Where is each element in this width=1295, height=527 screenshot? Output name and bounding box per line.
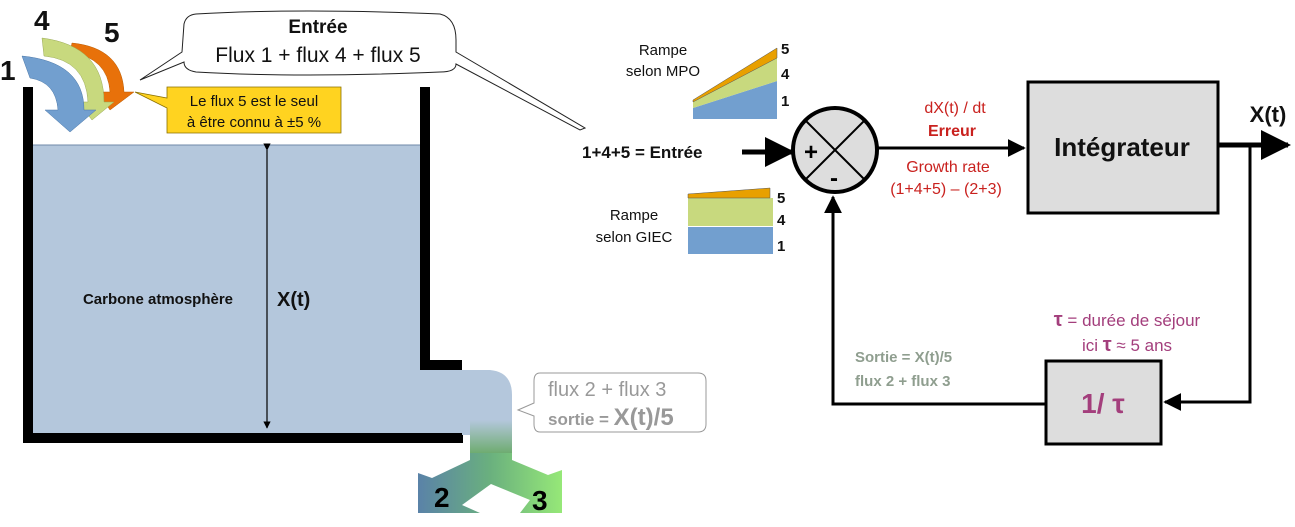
outlet-bubble-prefix: sortie =: [548, 410, 614, 429]
flux-5-label: 5: [104, 17, 120, 48]
tank: Carbone atmosphère X(t): [23, 87, 465, 443]
ramp-giec-line2: selon GIEC: [596, 229, 673, 246]
summing-minus: -: [830, 165, 838, 192]
summing-plus: +: [804, 139, 818, 166]
error-top-line2: Erreur: [928, 123, 976, 140]
ramp-giec-label-4: 4: [777, 212, 786, 229]
flux-3-label: 3: [532, 485, 548, 516]
error-top-line1: dX(t) / dt: [924, 100, 986, 117]
ramp-giec: Rampe selon GIEC 5 4 1: [596, 187, 786, 255]
input-flux-arrows: 1 4 5: [0, 5, 135, 133]
tau-symbol-2: τ: [1103, 334, 1112, 356]
ramp-mpo-flux4: [693, 58, 777, 108]
note-bubble-line1: Le flux 5 est le seul: [190, 93, 318, 110]
outlet-split: [418, 453, 562, 513]
outlet-bubble: flux 2 + flux 3 sortie = X(t)/5: [516, 372, 707, 433]
entry-bubble: Entrée Flux 1 + flux 4 + flux 5: [139, 10, 587, 131]
tau-note-line2: ≈ 5 ans: [1112, 336, 1172, 355]
integrator-block: [1026, 80, 1220, 215]
integrator-label: Intégrateur: [1054, 132, 1190, 162]
tank-level-label: X(t): [277, 289, 310, 311]
flux-4-arrow: [41, 37, 115, 121]
ramp-mpo-label-5: 5: [781, 41, 789, 58]
error-bottom-line2: (1+4+5) – (2+3): [890, 181, 1002, 198]
feedback-line-right: [1163, 145, 1252, 411]
tau-symbol: τ: [1054, 309, 1063, 331]
ramp-giec-line1: Rampe: [610, 207, 658, 224]
entry-bubble-title: Entrée: [288, 17, 347, 38]
water-pipe-extension: [420, 370, 465, 435]
block-diagram: 1+4+5 = Entrée + - dX(t) / dt Erreur Gro…: [582, 80, 1291, 446]
summing-junction: + -: [791, 106, 879, 194]
svg-text:τ = durée de séjour: τ = durée de séjour: [1054, 309, 1201, 331]
pipe-down: [470, 420, 512, 455]
outlet-bubble-line1: flux 2 + flux 3: [548, 379, 666, 401]
tau-note-line1: = durée de séjour: [1063, 311, 1201, 330]
ramp-mpo: Rampe selon MPO 5 4 1: [626, 41, 790, 119]
feedback-line-left: [824, 195, 1046, 406]
ramp-giec-label-5: 5: [777, 190, 785, 207]
feedback-note-line2: flux 2 + flux 3: [855, 373, 950, 390]
feedback-block: [1044, 359, 1163, 446]
tank-right-wall-ledge: [420, 360, 462, 370]
flux-2-label: 2: [434, 482, 450, 513]
tank-bottom-wall: [23, 433, 463, 443]
ramp-mpo-line1: Rampe: [639, 42, 687, 59]
svg-text:ici τ ≈ 5 ans: ici τ ≈ 5 ans: [1082, 334, 1172, 356]
outlet-pipe: 2 3: [418, 370, 562, 516]
ramp-giec-flux5: [687, 187, 771, 199]
ramp-mpo-label-1: 1: [781, 93, 789, 110]
note-bubble: Le flux 5 est le seul à être connu à ±5 …: [134, 86, 342, 134]
tau-note-prefix: ici: [1082, 336, 1103, 355]
flux-4-label: 4: [34, 5, 50, 36]
ramp-mpo-label-4: 4: [781, 66, 790, 83]
ramp-mpo-line2: selon MPO: [626, 63, 700, 80]
input-label: 1+4+5 = Entrée: [582, 143, 703, 162]
tank-content-label: Carbone atmosphère: [83, 291, 233, 308]
water-fill: [28, 145, 423, 435]
feedback-block-label: 1/ τ: [1081, 388, 1125, 419]
flux-5-arrow: [69, 42, 135, 111]
entry-bubble-formula: Flux 1 + flux 4 + flux 5: [215, 44, 420, 67]
error-bottom-line1: Growth rate: [906, 159, 990, 176]
ramp-mpo-flux5: [692, 47, 778, 103]
feedback-note-line1: Sortie = X(t)/5: [855, 349, 952, 366]
flux-1-arrow: [21, 55, 97, 133]
svg-text:sortie = X(t)/5: sortie = X(t)/5: [548, 404, 674, 431]
ramp-giec-flux4: [688, 198, 773, 226]
outlet-bubble-value: X(t)/5: [614, 404, 674, 431]
note-bubble-line2: à être connu à ±5 %: [187, 114, 321, 131]
tank-right-wall: [420, 87, 430, 370]
tank-left-wall: [23, 87, 33, 443]
ramp-giec-label-1: 1: [777, 238, 785, 255]
ramp-giec-flux1: [688, 227, 773, 254]
flux-1-label: 1: [0, 55, 16, 86]
output-label: X(t): [1250, 102, 1287, 127]
ramp-mpo-flux1: [693, 81, 777, 119]
